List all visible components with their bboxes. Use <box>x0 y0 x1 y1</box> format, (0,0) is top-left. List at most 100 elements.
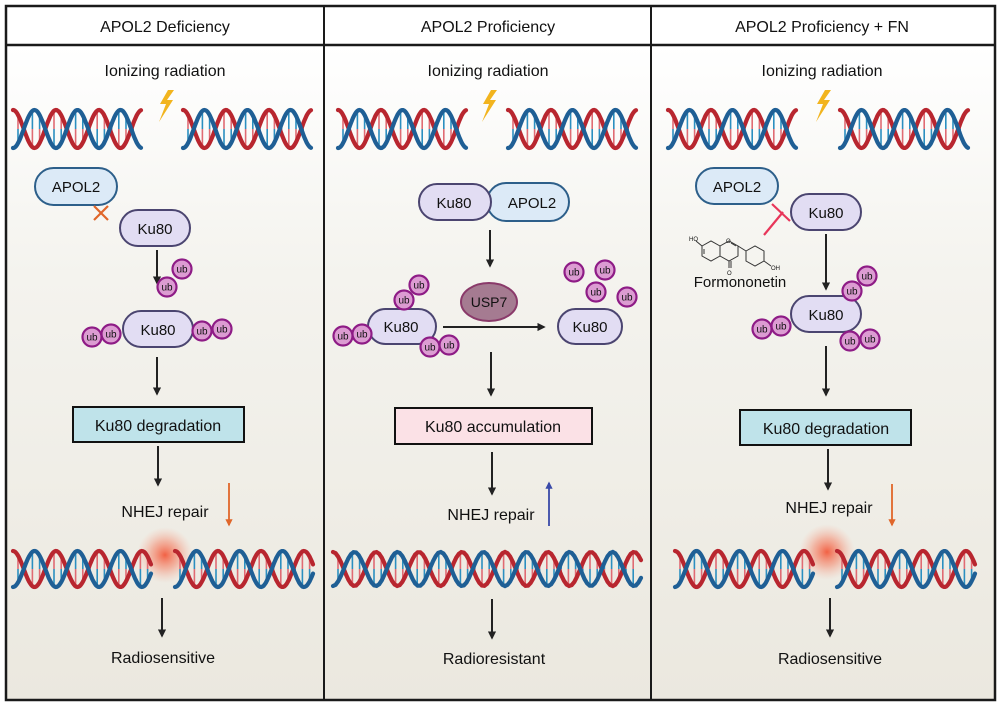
ku80-label: Ku80 <box>808 205 843 222</box>
ubiquitin: ub <box>770 315 792 337</box>
ubiquitin: ub <box>585 281 607 303</box>
panel-title: APOL2 Proficiency <box>421 19 555 36</box>
structure-label-ho: HO <box>689 237 698 243</box>
ubiquitin: ub <box>856 265 878 287</box>
ub-label: ub <box>196 327 208 338</box>
dna-strand-blue <box>335 107 469 151</box>
ubiquitinated-ku80: Ku80 ub ub ub ub ub ub <box>332 274 460 358</box>
dna-strand-blue <box>330 549 644 589</box>
ubiquitin: ub <box>408 274 430 296</box>
ubiquitinated-ku80: Ku80 ub ub ub ub ub ub <box>751 265 881 352</box>
ku80-label: Ku80 <box>808 307 843 324</box>
outcome-box: Ku80 degradation <box>739 409 912 446</box>
panel-proficiency: APOL2 Proficiency Ionizing radiation Ku8… <box>330 19 644 668</box>
dna-strand-red <box>180 107 314 151</box>
dna-strand-red <box>330 549 644 589</box>
panel-background-deficiency <box>6 45 324 700</box>
dna-helix-left <box>665 107 799 151</box>
result-label: Radiosensitive <box>111 650 215 667</box>
outcome-label: Ku80 degradation <box>95 418 221 435</box>
ub-label: ub <box>568 268 580 279</box>
dna-strand-blue <box>172 548 316 590</box>
broken-dna-left <box>10 548 154 590</box>
ubiquitin: ub <box>100 323 122 345</box>
dna-strand-red <box>665 107 799 151</box>
intact-dna <box>330 549 644 589</box>
ub-label: ub <box>337 332 349 343</box>
ub-label: ub <box>844 337 856 348</box>
broken-dna-right <box>834 548 978 590</box>
broken-dna-right <box>172 548 316 590</box>
ubiquitin: ub <box>332 325 354 347</box>
ubiquitin: ub <box>616 286 638 308</box>
dna-strand-blue <box>834 548 978 590</box>
ubiquitin: ub <box>859 328 881 350</box>
ubiquitinated-ku80: Ku80 ub ub ub ub ub ub <box>81 258 233 348</box>
ub-label: ub <box>413 281 425 292</box>
ub-label: ub <box>621 293 633 304</box>
ku80-label: Ku80 <box>137 221 172 238</box>
ku80-label: Ku80 <box>140 322 175 339</box>
repair-label: NHEJ repair <box>121 504 209 521</box>
ub-label: ub <box>599 266 611 277</box>
apol2-protein: APOL2 <box>34 167 118 206</box>
panel-proficiency-fn: APOL2 Proficiency + FN Ionizing radiatio… <box>665 19 978 668</box>
ubiquitin: ub <box>191 320 213 342</box>
dna-strand-red <box>672 548 816 590</box>
ub-label: ub <box>398 296 410 307</box>
panel-title: APOL2 Deficiency <box>100 19 230 36</box>
frame <box>4 4 997 702</box>
ub-label: ub <box>861 272 873 283</box>
dna-strand-blue <box>665 107 799 151</box>
stimulus-label: Ionizing radiation <box>762 63 883 80</box>
ub-label: ub <box>590 288 602 299</box>
dna-strand-blue <box>672 548 816 590</box>
apol2-protein: APOL2 <box>695 167 779 205</box>
lightning-icon <box>816 90 831 122</box>
formononetin-structure-icon <box>695 240 772 268</box>
repair-label: NHEJ repair <box>447 507 535 524</box>
ku80-protein: Ku80 <box>119 209 191 247</box>
dna-strand-blue <box>837 107 971 151</box>
broken-dna-left <box>672 548 816 590</box>
panel-title: APOL2 Proficiency + FN <box>735 19 909 36</box>
ku80-protein: Ku80 <box>790 193 862 231</box>
ubiquitin: ub <box>841 280 863 302</box>
ubiquitin: ub <box>563 261 585 283</box>
usp7-enzyme: USP7 <box>460 282 518 322</box>
result-label: Radiosensitive <box>778 651 882 668</box>
dna-strand-red <box>172 548 316 590</box>
lightning-icon <box>482 90 497 122</box>
dna-strand-red <box>335 107 469 151</box>
outcome-label: Ku80 degradation <box>763 421 889 438</box>
deubiquitinated-ku80: Ku80 ub ub ub ub <box>557 259 638 345</box>
ub-label: ub <box>864 335 876 346</box>
ubiquitin: ub <box>156 276 178 298</box>
outcome-label: Ku80 accumulation <box>425 419 561 436</box>
dna-helix-right <box>505 107 639 151</box>
ku80-label: Ku80 <box>572 319 607 336</box>
dna-strand-red <box>10 548 154 590</box>
dna-strand-red <box>834 548 978 590</box>
dna-helix-left <box>10 107 144 151</box>
ub-label: ub <box>846 287 858 298</box>
apol2-label: APOL2 <box>713 179 761 196</box>
structure-label-keto-o: O <box>727 271 732 277</box>
dna-strand-red <box>10 107 144 151</box>
dna-helix-right <box>180 107 314 151</box>
panel-background-proficiency-fn <box>651 45 995 700</box>
dna-strand-blue <box>180 107 314 151</box>
ubiquitin: ub <box>419 336 441 358</box>
ub-label: ub <box>86 333 98 344</box>
dna-strand-blue <box>505 107 639 151</box>
usp7-label: USP7 <box>471 294 508 310</box>
ub-label: ub <box>216 325 228 336</box>
dna-helix-right <box>837 107 971 151</box>
ub-label: ub <box>756 325 768 336</box>
inhibitor-label: Formononetin <box>694 274 787 291</box>
lightning-icon <box>159 90 174 122</box>
structure-label-ring-o: O <box>726 239 731 245</box>
outcome-box: Ku80 accumulation <box>394 407 593 445</box>
dna-helix-left <box>335 107 469 151</box>
